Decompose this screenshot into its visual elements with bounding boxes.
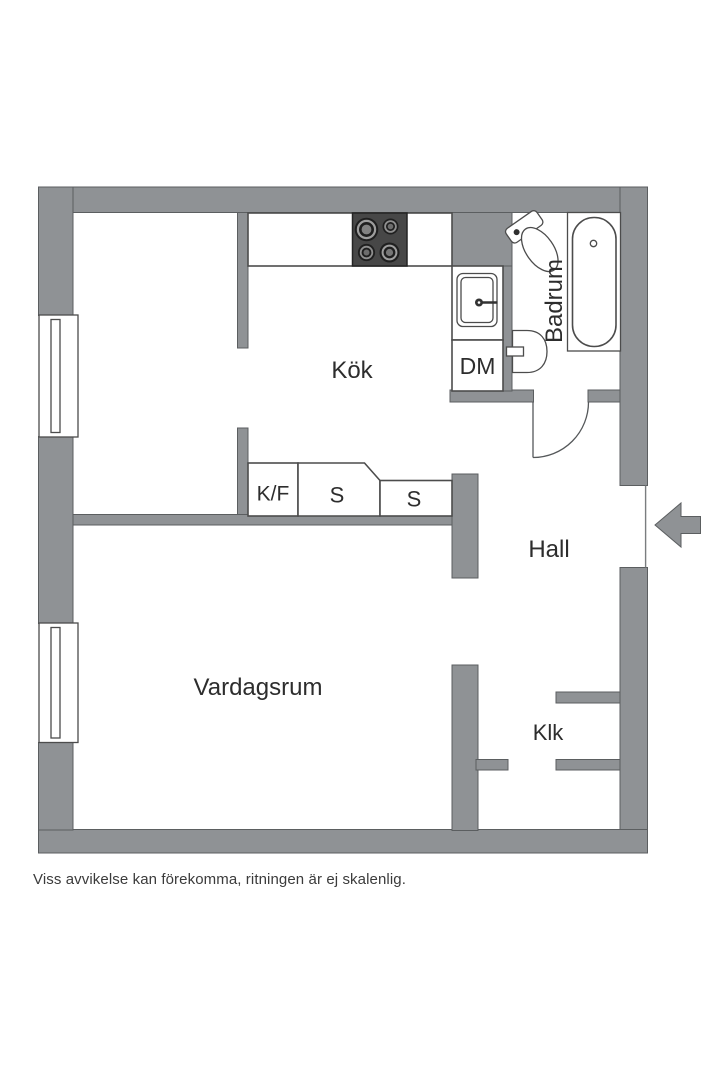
dishwasher-label: DM [460,353,496,379]
wall-right-lower [619,567,648,854]
wall-left-upper [38,186,74,316]
wardrobe-right-box: S [379,479,453,517]
window-1 [38,314,79,438]
wall-hall-column [451,473,479,579]
window-glass [50,318,61,434]
wall-left-middle [38,436,74,624]
disclaimer-text: Viss avvikelse kan förekomma, ritningen … [33,871,406,888]
door-arc [532,401,590,459]
window-2 [38,622,79,744]
walls [38,186,648,854]
room-label-bathroom: Badrum [541,259,568,343]
wall-closet-stub-bottom-left [475,759,509,771]
wall-south-bathroom [587,389,621,403]
wardrobe-right-label: S [407,487,422,512]
wall-left-lower [38,742,74,831]
wall-kitchen-bathroom-divider [502,265,513,392]
bathroom-door [532,401,590,459]
fridge-freezer-box: K/F [247,462,299,517]
toilet-icon [504,210,559,273]
dishwasher-box: DM [451,339,504,392]
wall-kitchen-divider-lower [237,427,249,517]
bathroom-sink-icon [505,329,548,374]
wall-bottom [38,829,648,854]
stove-icon [351,212,408,267]
wall-closet-stub-bottom-right [555,759,621,771]
room-label-living-room: Vardagsrum [194,674,323,701]
entrance-arrow-icon [654,501,701,549]
wall-right-upper [619,186,648,486]
wall-ne-block [451,212,513,267]
room-label-kitchen: Kök [331,357,373,384]
wall-closet-stub-top [555,691,621,704]
wardrobe-left-box: S [297,462,381,517]
room-label-hall: Hall [528,536,569,563]
wardrobe-left-label: S [330,483,345,508]
fridge-freezer-label: K/F [257,483,290,506]
kitchen-sink-icon [451,265,504,341]
wall-kitchen-divider-upper [237,212,249,349]
wall-closet-left [451,664,479,831]
kitchen-counter [247,212,453,267]
room-label-closet: Klk [533,720,565,745]
bathtub-icon [566,211,622,352]
window-glass [50,626,61,739]
wall-top [38,186,648,213]
